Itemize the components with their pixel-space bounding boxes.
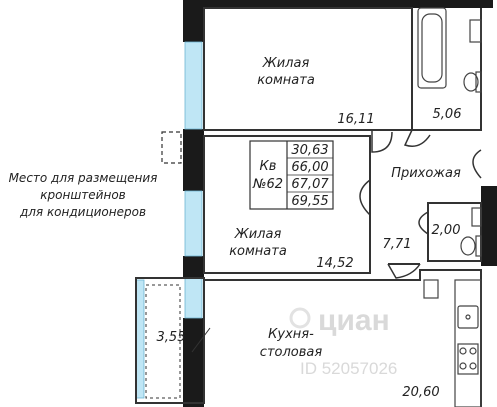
sink-bath (469, 19, 482, 43)
room-labels: Жилая комната 16,11 Жилая комната 14,52 … (157, 56, 462, 400)
wall-left-mid (183, 129, 204, 191)
burner-2 (469, 347, 477, 355)
apartment-area-3: 67,07 (291, 177, 329, 192)
wall-top (183, 0, 493, 8)
ac-bracket-marker (161, 131, 182, 164)
walls (183, 0, 497, 407)
kitchen-name-1: Кухня- (268, 327, 314, 342)
ac-note-line-2: кронштейнов (40, 188, 125, 202)
toilet-bowl (460, 236, 476, 256)
watermark-logo-icon (289, 307, 311, 329)
burner-4 (469, 362, 477, 370)
window-living-1 (184, 41, 203, 130)
toilet-bath (463, 72, 479, 92)
bathroom-area: 5,06 (433, 107, 462, 122)
outline-toilet (427, 202, 482, 262)
toilet-sink (471, 207, 482, 227)
window-kitchen (184, 277, 203, 319)
door-entrance (472, 149, 482, 179)
bathroom-fixtures (417, 7, 482, 93)
window-balcony (135, 279, 145, 399)
windows (135, 41, 203, 399)
wall-left-upper (183, 0, 204, 42)
balcony-area: 3,55 (157, 330, 186, 345)
kitchen-area: 20,60 (402, 385, 439, 400)
burner-1 (459, 347, 467, 355)
apartment-area-4: 69,55 (291, 194, 328, 209)
toilet-fixtures (460, 207, 482, 257)
apartment-info-box: Кв №62 30,63 66,00 67,07 69,55 (249, 140, 334, 210)
toilet-tank (475, 235, 482, 257)
door-living-2 (359, 179, 371, 216)
watermark-id: ID 52057026 (300, 359, 397, 378)
kitchen-name-2: столовая (260, 345, 323, 360)
ac-note-line-1: Место для размещения (9, 171, 158, 185)
toilet-bath-tank (475, 71, 482, 93)
apartment-label-kv: Кв (260, 159, 277, 174)
wall-left-low (183, 256, 204, 278)
door-toilet (418, 211, 429, 235)
living-room-1-name-1: Жилая (262, 56, 310, 71)
apartment-area-2: 66,00 (291, 160, 328, 175)
bathtub-inner (421, 13, 443, 83)
living-room-2-name-2: комната (229, 244, 287, 259)
balcony-inner (145, 284, 181, 399)
wall-left-bottom (183, 318, 204, 407)
kitchen-counter (454, 279, 482, 407)
door-living-1 (371, 130, 393, 153)
hallway-name: Прихожая (391, 166, 461, 181)
apartment-area-1: 30,63 (291, 143, 328, 158)
balcony-area-pointer (191, 327, 211, 353)
sink-drain (465, 314, 471, 320)
ac-note: Место для размещения кронштейнов для кон… (9, 171, 158, 219)
toilet-area: 2,00 (432, 223, 461, 238)
kitchen-sink (457, 305, 479, 329)
outline-balcony (135, 277, 205, 404)
door-kitchen (387, 263, 421, 279)
bathtub (417, 7, 447, 89)
kitchen-fixtures (423, 279, 482, 407)
fridge (423, 279, 439, 299)
stove (457, 343, 479, 375)
door-bathroom (403, 129, 431, 147)
hallway-area: 7,71 (383, 237, 412, 252)
watermark: циан ID 52057026 (289, 304, 397, 378)
living-room-1-area: 16,11 (337, 112, 374, 127)
outline-bathroom (411, 8, 482, 131)
living-room-2-name-1: Жилая (234, 227, 282, 242)
wall-right-segment (481, 186, 497, 266)
doors (359, 129, 482, 279)
living-room-2-area: 14,52 (316, 256, 353, 271)
apartment-label-number: №62 (252, 177, 283, 192)
window-living-2 (184, 190, 203, 257)
ac-note-line-3: для кондиционеров (19, 205, 146, 219)
watermark-brand: циан (318, 304, 390, 337)
living-room-1-name-2: комната (257, 73, 315, 88)
burner-3 (459, 362, 467, 370)
